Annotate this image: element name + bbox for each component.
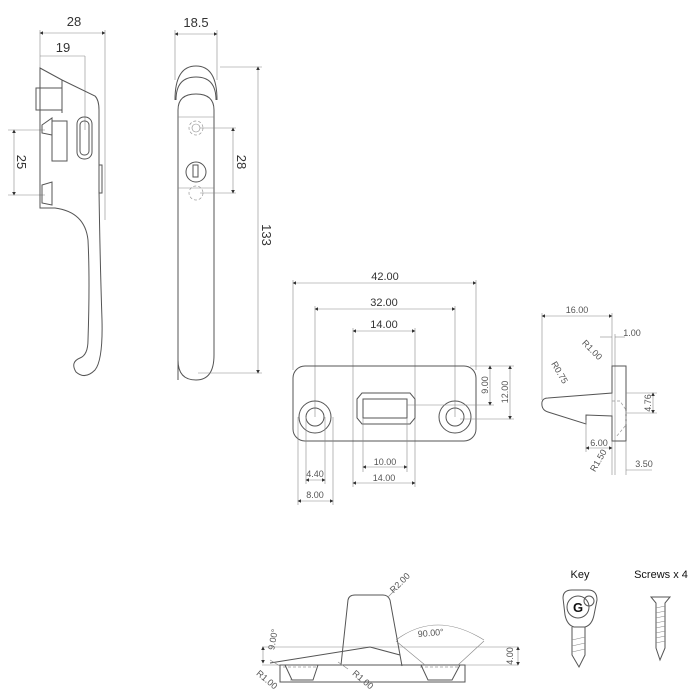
dim-9-deg: 9.00° xyxy=(266,628,280,651)
dim-25: 25 xyxy=(14,155,29,169)
dim-28: 28 xyxy=(67,14,81,29)
keyhole-icon xyxy=(185,161,207,183)
dim-1: 1.00 xyxy=(623,328,641,338)
screw-icon xyxy=(649,596,672,662)
dim-r2: R2.00 xyxy=(388,571,412,595)
dim-90-deg: 90.00° xyxy=(417,627,444,639)
handle-front-view: 18.5 28 133 xyxy=(174,15,274,381)
keeper-front-view: 42.00 32.00 14.00 9.00 12.00 10.00 14.00… xyxy=(292,271,514,505)
dim-42: 42.00 xyxy=(371,271,399,283)
keeper-catch xyxy=(340,594,403,667)
dim-r1-50: R1.50 xyxy=(588,448,609,474)
handle-top xyxy=(174,65,218,101)
screws-label: Screws x 4 xyxy=(634,569,688,581)
dim-r1-left: R1.00 xyxy=(255,668,280,691)
key-icon xyxy=(562,589,598,628)
dim-19: 19 xyxy=(56,40,70,55)
dim-28-front: 28 xyxy=(234,155,249,169)
key-drawing: Key G xyxy=(562,569,598,669)
dim-10: 10.00 xyxy=(374,457,397,467)
dim-4: 4.00 xyxy=(505,647,515,665)
keeper-section-view: 90.00° R2.00 9.00° 4.00 R1.00 R1.00 xyxy=(255,571,520,691)
dim-4-76: 4.76 xyxy=(643,394,653,412)
handle-front-outline xyxy=(177,93,215,381)
handle-side-view: 28 19 25 xyxy=(8,14,106,376)
dim-r0-75: R0.75 xyxy=(549,360,570,386)
dim-8: 8.00 xyxy=(306,490,324,500)
dim-6: 6.00 xyxy=(590,438,608,448)
screw-drawing: Screws x 4 xyxy=(634,569,688,662)
key-label: Key xyxy=(571,569,590,581)
dim-14-bottom: 14.00 xyxy=(373,473,396,483)
dim-9: 9.00 xyxy=(480,376,490,394)
dim-r1-mid: R1.00 xyxy=(351,668,376,691)
dim-16: 16.00 xyxy=(566,305,589,315)
dim-18-5: 18.5 xyxy=(183,15,208,30)
dim-r1-top: R1.00 xyxy=(580,338,604,362)
dim-4-40: 4.40 xyxy=(306,469,324,479)
key-logo: G xyxy=(573,600,583,615)
handle-side-outline xyxy=(39,67,103,376)
dim-14-top: 14.00 xyxy=(370,319,398,331)
dim-3-50: 3.50 xyxy=(635,459,653,469)
keeper-side-view: 16.00 1.00 R1.00 R0.75 4.76 6.00 R1.50 3… xyxy=(541,305,657,475)
keeper-side-outline xyxy=(541,365,627,442)
dim-133: 133 xyxy=(259,224,274,246)
dim-32: 32.00 xyxy=(370,297,398,309)
dim-12: 12.00 xyxy=(500,381,510,404)
keeper-plate xyxy=(292,365,477,442)
